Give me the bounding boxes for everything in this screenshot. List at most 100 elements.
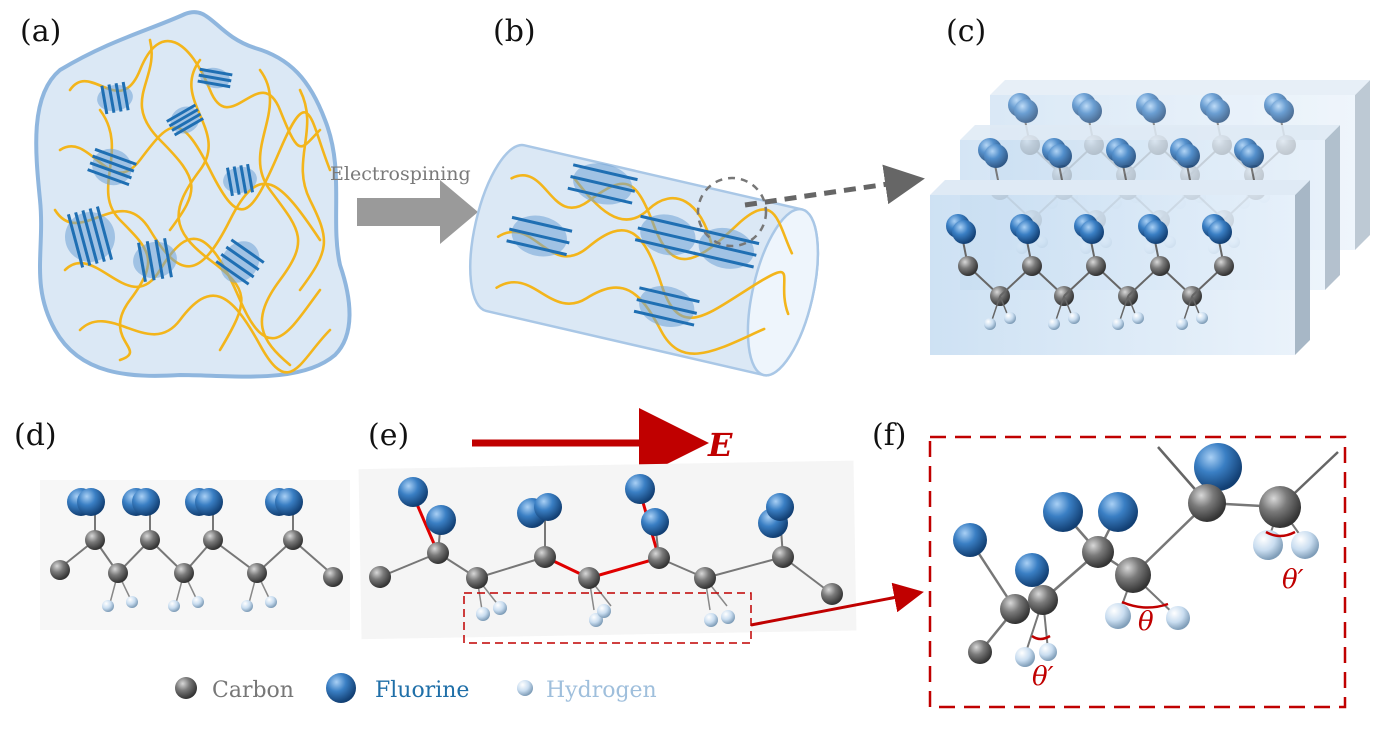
crystallite — [223, 163, 257, 197]
crystal-sheet — [930, 180, 1310, 355]
fluorine-atom — [1270, 99, 1294, 123]
zoom-box — [463, 592, 752, 644]
hydrogen-atom — [476, 607, 490, 621]
carbon-atom — [1188, 484, 1226, 522]
carbon-atom — [958, 256, 978, 276]
carbon-atom — [203, 530, 223, 550]
hydrogen-atom — [126, 596, 138, 608]
angle-theta-label: θ — [1138, 607, 1154, 637]
carbon-atom — [694, 567, 716, 589]
pvdf-chain-relaxed — [40, 480, 350, 630]
carbon-atom — [1115, 557, 1151, 593]
fluorine-atom — [195, 488, 223, 516]
crystallite — [567, 163, 638, 205]
carbon-atom — [1150, 256, 1170, 276]
hydrogen-atom — [265, 596, 277, 608]
carbon-atom — [140, 530, 160, 550]
hydrogen-atom — [1166, 606, 1190, 630]
crystallite — [506, 215, 573, 257]
hydrogen-atom — [1048, 318, 1060, 330]
hydrogen-atom — [1132, 312, 1144, 324]
carbon-atom — [578, 567, 600, 589]
fluorine-atom — [426, 505, 456, 535]
panel-label-f: (f) — [872, 418, 907, 453]
angle-theta-prime-right: θ′ — [1282, 565, 1304, 595]
crystallite — [133, 237, 177, 283]
hydrogen-atom — [1039, 643, 1057, 661]
hch-angle-detail — [953, 443, 1339, 667]
angle-theta-prime-left: θ′ — [1032, 662, 1054, 692]
panel-label-d: (d) — [14, 418, 57, 453]
fluorine-atom — [1176, 144, 1200, 168]
crystal-lattice-sheets — [930, 80, 1370, 355]
crystallite — [215, 238, 265, 286]
hydrogen-legend-icon — [517, 680, 533, 696]
panel-label-b: (b) — [493, 14, 536, 49]
fluorine-atom — [534, 493, 562, 521]
carbon-atom — [50, 560, 70, 580]
hydrogen-atom — [984, 318, 996, 330]
fluorine-atom — [641, 508, 669, 536]
carbon-atom — [85, 530, 105, 550]
carbon-atom — [968, 640, 992, 664]
fluorine-atom — [1098, 492, 1138, 532]
fluorine-atom — [766, 493, 794, 521]
panel-label-a: (a) — [20, 14, 62, 49]
hydrogen-atom — [168, 600, 180, 612]
carbon-legend-icon — [175, 677, 197, 699]
hydrogen-atom — [1253, 530, 1283, 560]
crystallite — [197, 67, 233, 89]
hydrogen-atom — [721, 610, 735, 624]
hydrogen-atom — [493, 601, 507, 615]
fluorine-atom — [984, 144, 1008, 168]
theta-prime-arc — [1265, 530, 1296, 538]
fluorine-legend-icon — [326, 673, 356, 703]
hydrogen-atom — [1291, 531, 1319, 559]
fluorine-atom — [1208, 220, 1232, 244]
carbon-atom — [1022, 256, 1042, 276]
fluorine-atom — [398, 477, 428, 507]
fluorine-atom — [1078, 99, 1102, 123]
carbon-atom — [1000, 594, 1030, 624]
hydrogen-atom — [1176, 318, 1188, 330]
fluorine-atom — [77, 488, 105, 516]
crystallite — [97, 81, 133, 115]
carbon-atom — [427, 542, 449, 564]
hydrogen-atom — [597, 604, 611, 618]
electrospinning-arrow: Electrospining — [330, 163, 478, 244]
atom-legend: Carbon Fluorine Hydrogen — [175, 673, 657, 703]
fluorine-atom — [953, 523, 987, 557]
carbon-atom — [174, 563, 194, 583]
hydrogen-atom — [1112, 318, 1124, 330]
pvdf-chain-polarized — [358, 460, 857, 640]
hydrogen-atom — [1105, 603, 1131, 629]
hydrogen-atom — [1196, 312, 1208, 324]
fluorine-atom — [275, 488, 303, 516]
hydrogen-atom — [1015, 647, 1035, 667]
carbon-atom — [247, 563, 267, 583]
field-label: E — [707, 426, 733, 464]
fluorine-atom — [1080, 220, 1104, 244]
carbon-atom — [648, 547, 670, 569]
carbon-atom — [323, 567, 343, 587]
hydrogen-atom — [241, 600, 253, 612]
fluorine-atom — [1048, 144, 1072, 168]
hydrogen-atom — [1004, 312, 1016, 324]
fluorine-atom — [1043, 492, 1083, 532]
crystallite — [634, 214, 701, 256]
carbon-atom — [1086, 256, 1106, 276]
crystallite — [87, 147, 137, 187]
crystallite — [166, 103, 204, 137]
panel-label-c: (c) — [946, 14, 987, 49]
carbon-atom — [369, 566, 391, 588]
carbon-atom — [1259, 486, 1301, 528]
fluorine-atom — [1015, 553, 1049, 587]
fluorine-atom — [1144, 220, 1168, 244]
fluorine-atom — [1142, 99, 1166, 123]
fluorine-atom — [625, 474, 655, 504]
panel-label-e: (e) — [368, 418, 410, 453]
polymer-membrane — [34, 10, 352, 379]
fluorine-legend-label: Fluorine — [375, 678, 469, 703]
carbon-atom — [466, 567, 488, 589]
fluorine-atom — [1016, 220, 1040, 244]
